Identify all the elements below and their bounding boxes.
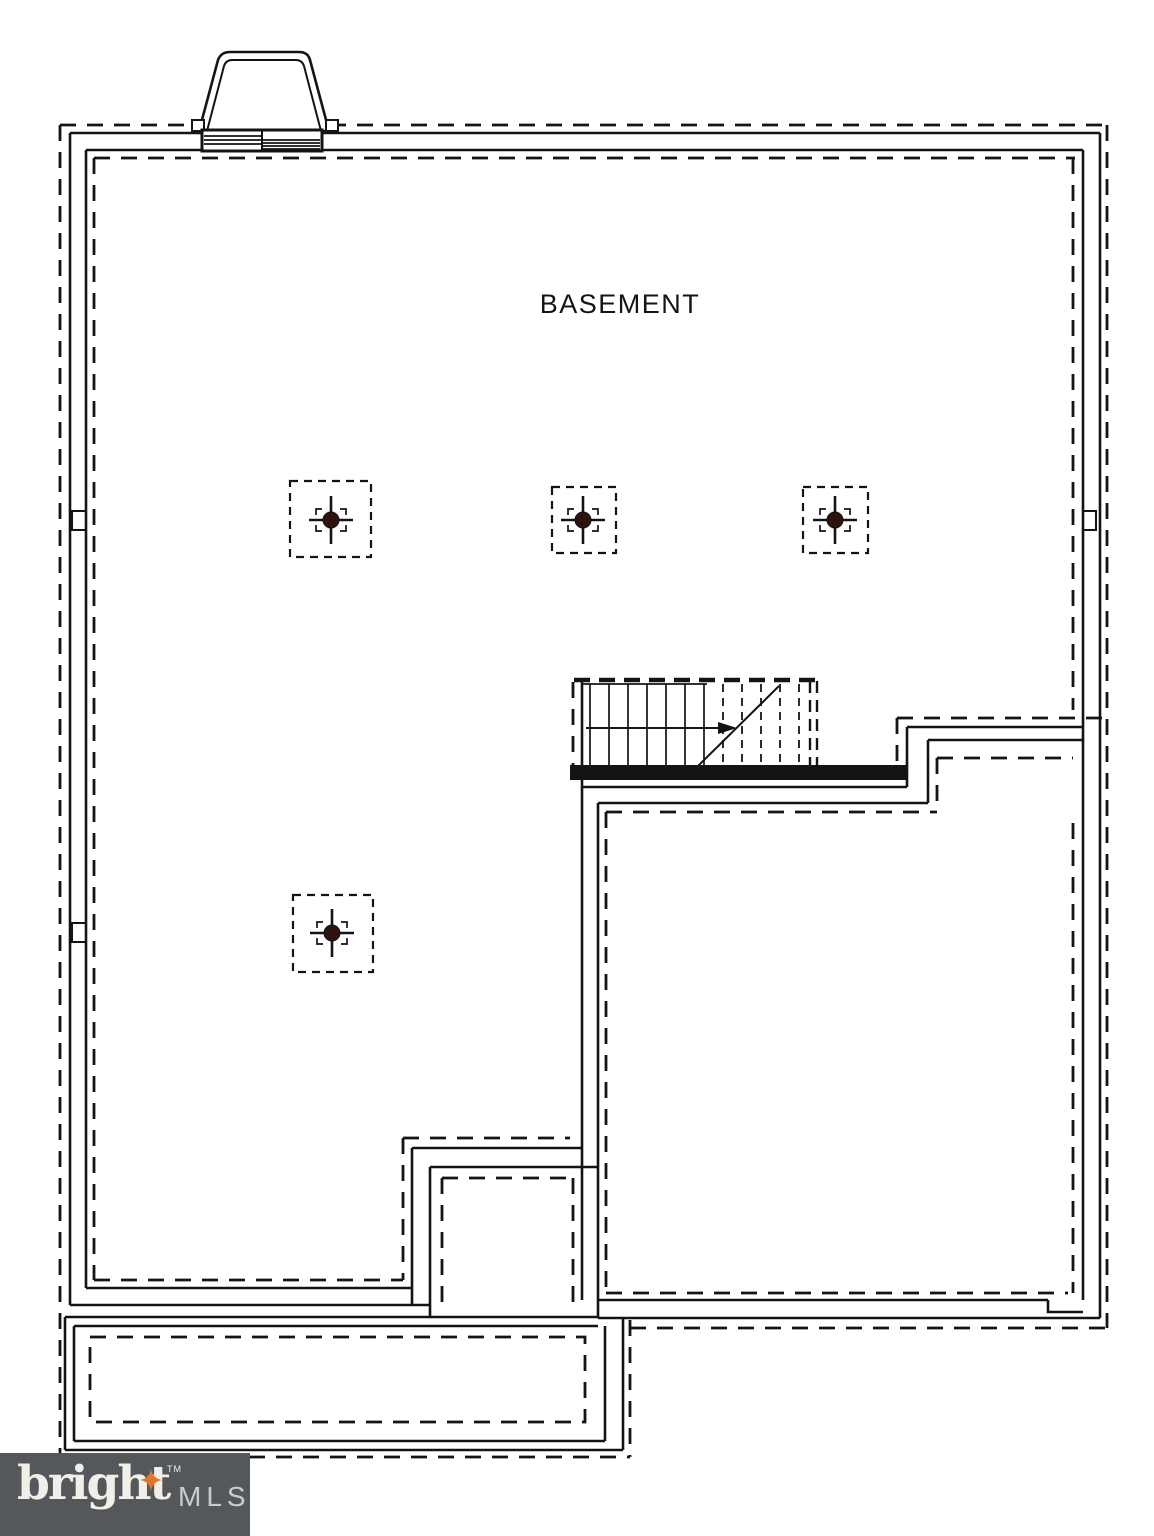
stair-direction-arrow xyxy=(586,722,737,734)
column-symbol xyxy=(811,494,859,546)
foundation-walls xyxy=(63,131,1102,1452)
basement-window xyxy=(200,128,324,153)
logo-star-icon xyxy=(140,1469,162,1491)
logo-wordmark: bright xyxy=(17,1456,171,1511)
porch-footing-dashed xyxy=(88,1335,587,1424)
egress-window-well xyxy=(191,50,339,153)
stair-landing-wall xyxy=(570,765,907,780)
column-footing xyxy=(550,485,618,555)
logo-tm: TM xyxy=(167,1464,182,1474)
pilaster-right xyxy=(1082,510,1097,531)
logo-mls: MLS xyxy=(178,1481,251,1512)
room-label: BASEMENT xyxy=(540,289,701,319)
column-footing xyxy=(288,479,373,559)
porch-foundation xyxy=(63,1315,625,1452)
pilaster-left-upper xyxy=(71,510,87,531)
column-footing xyxy=(801,485,870,555)
brightmls-logo: bright TM MLS xyxy=(0,1453,250,1536)
column-symbol xyxy=(307,494,355,546)
column-footing xyxy=(291,893,375,974)
footing-dashed-lines xyxy=(58,123,1109,1459)
column-footings xyxy=(288,479,870,974)
column-symbol xyxy=(308,907,356,959)
pilaster-left-lower xyxy=(71,922,87,943)
stair-break-line xyxy=(696,685,780,768)
staircase xyxy=(570,677,907,780)
column-symbol xyxy=(559,494,607,546)
